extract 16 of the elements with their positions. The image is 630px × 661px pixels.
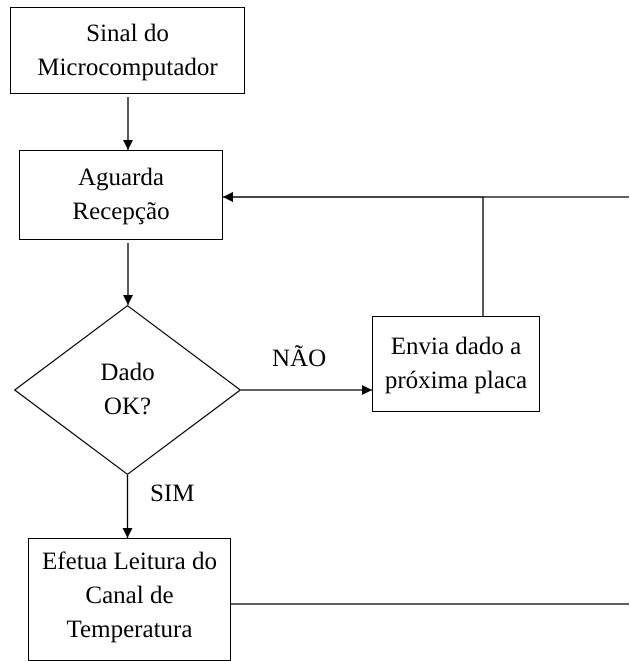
arrow [123,243,133,305]
decision-diamond [14,305,241,475]
node-text: Envia dado a próxima placa [384,332,528,396]
node-text: Efetua Leitura do Canal de Temperatura [42,547,217,645]
node-text: Aguarda Recepção [71,163,171,227]
arrow [122,475,132,538]
arrow [241,385,372,395]
arrow [223,192,629,202]
node-text: Dado OK? [99,358,156,422]
arrow [123,97,133,150]
process-box [19,150,223,240]
process-box [372,316,540,412]
process-box [10,7,245,94]
process-box [28,538,231,661]
node-text: Sinal do Microcomputador [36,18,219,82]
connector-line [231,603,629,605]
